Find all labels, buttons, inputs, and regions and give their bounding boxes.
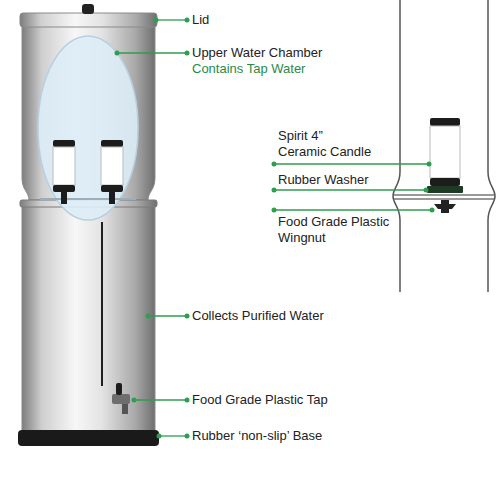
leader-line: [134, 399, 187, 400]
leader-dot: [272, 208, 277, 213]
callout-label: Collects Purified Water: [192, 308, 324, 324]
chamber-plate: [40, 198, 136, 200]
leader-dots: [115, 18, 190, 439]
lower-chamber: [22, 206, 155, 432]
leader-line: [159, 435, 187, 436]
candle-stem: [61, 192, 67, 204]
leader-dot: [272, 188, 277, 193]
leader-dot: [427, 162, 432, 167]
rubber-base: [18, 430, 159, 446]
leader-dot: [157, 434, 162, 439]
candle-body: [101, 147, 123, 185]
callout-label: Food Grade Plastic Tap: [192, 392, 328, 408]
lid-knob: [82, 4, 94, 14]
candle-cap: [430, 118, 460, 126]
inset-leaders: [274, 164, 432, 210]
callout-label: Spirit 4” Ceramic Candle: [278, 128, 373, 160]
tap-body: [112, 394, 130, 404]
leader-dot: [272, 162, 277, 167]
tap-symbol: [112, 383, 130, 414]
inset-plate: [394, 194, 494, 196]
leader-dot: [430, 208, 435, 213]
lid-shape: [20, 13, 157, 27]
rubber-washer-shape: [427, 186, 463, 193]
leader-lines: [117, 20, 187, 436]
seam-line: [101, 222, 103, 386]
leader-line: [274, 209, 432, 210]
leader-line: [117, 52, 187, 53]
candle-cap: [53, 140, 75, 147]
leader-line: [274, 189, 426, 190]
leader-dot: [185, 434, 190, 439]
leader-dot: [185, 18, 190, 23]
candle-body: [53, 147, 75, 185]
candle-left: [53, 140, 75, 204]
leader-dot: [132, 398, 137, 403]
leader-dot: [185, 51, 190, 56]
inset-wall: [488, 0, 495, 292]
callout-label: Lid: [192, 12, 209, 28]
candle-body: [430, 126, 460, 178]
tap-spout: [122, 404, 128, 414]
inset-plate: [394, 198, 494, 200]
callout-label: Upper Water Chamber: [192, 45, 322, 61]
leader-dot: [185, 314, 190, 319]
leader-dot: [115, 51, 120, 56]
callout-label: Rubber ‘non-slip’ Base: [192, 428, 322, 444]
leader-dot: [146, 314, 151, 319]
callout-label: Contains Tap Water: [192, 61, 305, 77]
candle-base: [430, 178, 460, 186]
candle-right: [101, 140, 123, 204]
inset-dots: [272, 162, 435, 213]
inset-wall: [393, 0, 400, 292]
inset-candle: [427, 118, 463, 213]
cutaway-window: [38, 36, 138, 220]
leader-dot: [185, 398, 190, 403]
inset-outline: [393, 0, 495, 292]
leader-dot: [154, 18, 159, 23]
candle-base: [101, 185, 123, 192]
callout-label: Rubber Washer: [278, 172, 369, 188]
wingnut-shape: [434, 204, 456, 209]
candle-base: [53, 185, 75, 192]
tap-lever: [116, 383, 122, 395]
leader-line: [156, 19, 187, 20]
leader-line: [274, 163, 429, 164]
leader-dot: [424, 188, 429, 193]
callout-label: Food Grade Plastic Wingnut: [278, 214, 396, 246]
candle-stem: [109, 192, 115, 204]
candle-cap: [101, 140, 123, 147]
leader-line: [148, 315, 187, 316]
